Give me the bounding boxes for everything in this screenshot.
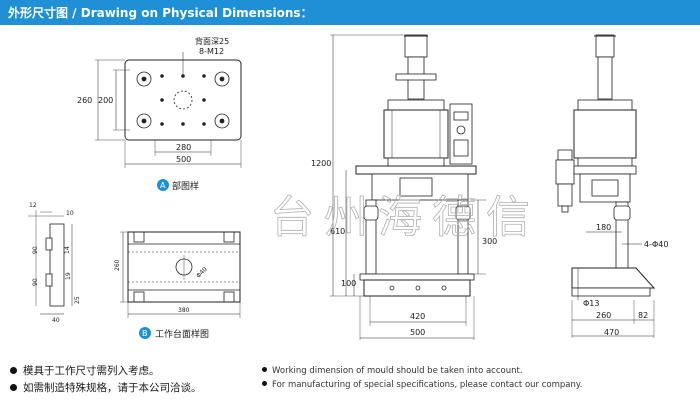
dim-side-180: 180 xyxy=(596,223,611,232)
dim-front-100: 100 xyxy=(341,279,356,288)
note-cn-2: 如需制造特殊规格，请于本公司洽谈。 xyxy=(10,380,202,395)
dim-b-14: 14 xyxy=(64,246,71,254)
dim-side-82: 82 xyxy=(638,311,648,320)
header-title: 外形尺寸图 / Drawing on Physical Dimensions： xyxy=(8,6,313,20)
label-a-text: 部图样 xyxy=(172,180,199,192)
note-en-2: For manufacturing of special specificati… xyxy=(262,380,582,390)
dim-side-470: 470 xyxy=(604,328,619,337)
hole-note-line1: 背面深25 xyxy=(195,36,229,46)
bullet-icon xyxy=(10,366,17,374)
label-b-letter: B xyxy=(142,329,148,338)
watermark: 台州海德信 xyxy=(270,192,540,243)
bullet-icon xyxy=(262,367,267,372)
dim-b-25: 25 xyxy=(74,296,81,304)
bullet-icon xyxy=(10,383,17,391)
dim-a-200: 200 xyxy=(98,96,113,105)
dim-front-610: 610 xyxy=(330,227,345,236)
dim-b-380: 380 xyxy=(178,307,190,314)
dim-front-500: 500 xyxy=(410,328,425,337)
dim-b-90a: 90 xyxy=(32,246,39,254)
dim-b-90b: 90 xyxy=(32,278,39,286)
corner-bosses xyxy=(136,71,230,129)
dim-b-10: 10 xyxy=(66,210,74,217)
header-underline xyxy=(0,24,700,25)
label-a-letter: A xyxy=(160,181,166,190)
dim-a-280: 280 xyxy=(176,143,191,152)
dim-b-12: 12 xyxy=(29,202,37,209)
dim-a-500: 500 xyxy=(176,155,191,164)
center-bore xyxy=(173,90,193,110)
m12-holes xyxy=(160,74,206,126)
dim-side-phi40: 4-Φ40 xyxy=(644,240,668,249)
note-en-1: Working dimension of mould should be tak… xyxy=(262,366,523,376)
drawing-a xyxy=(95,52,242,191)
dim-a-260: 260 xyxy=(77,96,92,105)
hole-note-line2: 8-M12 xyxy=(199,47,224,56)
dim-front-300: 300 xyxy=(482,237,497,246)
dim-side-260: 260 xyxy=(596,311,611,320)
drawing-b xyxy=(28,210,241,339)
dim-b-260: 260 xyxy=(114,259,121,271)
dim-side-phi13: Φ13 xyxy=(583,299,599,308)
bullet-icon xyxy=(262,381,267,386)
header-bar: 外形尺寸图 / Drawing on Physical Dimensions： xyxy=(0,0,700,24)
label-b-text: 工作台面样图 xyxy=(155,328,209,340)
dim-b-40: 40 xyxy=(52,317,60,324)
front-view xyxy=(330,34,486,340)
dim-front-420: 420 xyxy=(410,312,425,321)
side-view xyxy=(555,34,656,338)
note-cn-1: 模具于工作尺寸需列入考虑。 xyxy=(10,363,160,378)
dim-b-19: 19 xyxy=(65,272,72,280)
dim-front-1200: 1200 xyxy=(311,159,331,168)
